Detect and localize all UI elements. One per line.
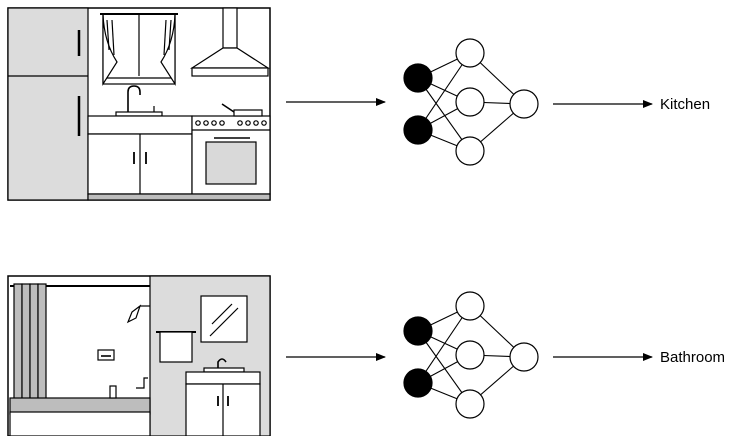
towel [159,331,193,363]
bathroom-illustration [7,275,271,436]
network-edge [417,52,471,131]
output-label-kitchen: Kitchen [660,96,710,113]
hidden-node [455,291,485,321]
input-node [403,115,433,145]
network-edge [417,305,471,384]
vanity [185,371,261,385]
input-node [403,63,433,93]
kitchen-illustration [7,7,271,201]
shower-curtain [13,283,47,413]
input-node [403,316,433,346]
output-node [509,89,539,119]
neural-network-bathroom [403,291,539,419]
hidden-node [455,38,485,68]
network-edge [417,330,471,405]
neural-network-kitchen [403,38,539,166]
network-edge [417,77,471,152]
hidden-node [455,389,485,419]
hidden-node [455,87,485,117]
output-node [509,342,539,372]
fridge [7,7,89,201]
mirror [200,295,248,343]
hidden-node [455,136,485,166]
kitchen-counter [87,115,193,135]
hidden-node [455,340,485,370]
range-hood [189,7,271,77]
output-label-bathroom: Bathroom [660,349,725,366]
input-node [403,368,433,398]
stove [191,103,271,195]
